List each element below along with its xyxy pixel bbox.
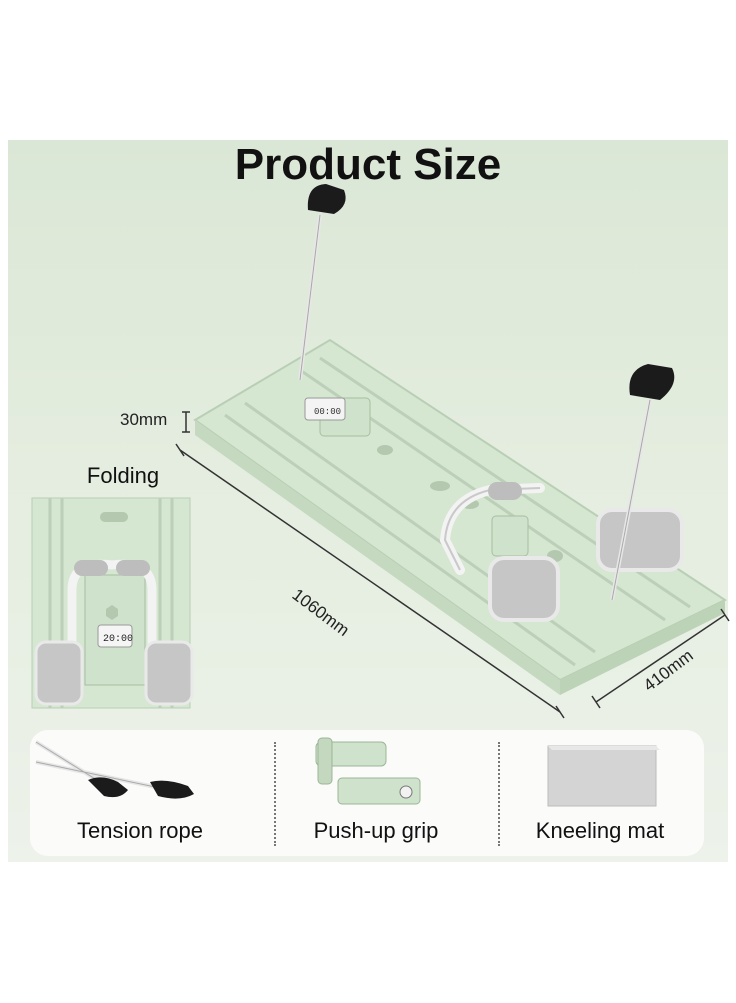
kneeling-mat-icon: [547, 745, 660, 807]
accessory-label: Kneeling mat: [535, 818, 665, 843]
divider: [498, 742, 500, 846]
svg-text:00:00: 00:00: [314, 407, 341, 417]
page-title: Product Size: [234, 140, 502, 189]
divider: [274, 742, 276, 846]
accessory-kneeling-mat: Kneeling mat: [490, 730, 710, 856]
tension-rope-icon: [34, 740, 194, 799]
push-up-grip-icon: [315, 737, 421, 805]
accessory-label: Push-up grip: [313, 818, 439, 843]
dimension-lines: [175, 411, 730, 719]
board-push-up-stand: 00:00: [304, 397, 371, 437]
folding-timer-display: 20:00: [103, 634, 133, 645]
height-dimension: 30mm: [120, 410, 168, 429]
board-tension-ropes: [298, 184, 675, 601]
accessories-card: Tension rope Push-up grip Kneeling mat: [30, 730, 704, 856]
accessory-tension-rope: Tension rope: [30, 730, 250, 856]
accessory-push-up-grip: Push-up grip: [266, 730, 486, 856]
folding-label: Folding: [86, 463, 160, 488]
accessory-label: Tension rope: [77, 818, 203, 843]
folding-view: [31, 497, 194, 709]
